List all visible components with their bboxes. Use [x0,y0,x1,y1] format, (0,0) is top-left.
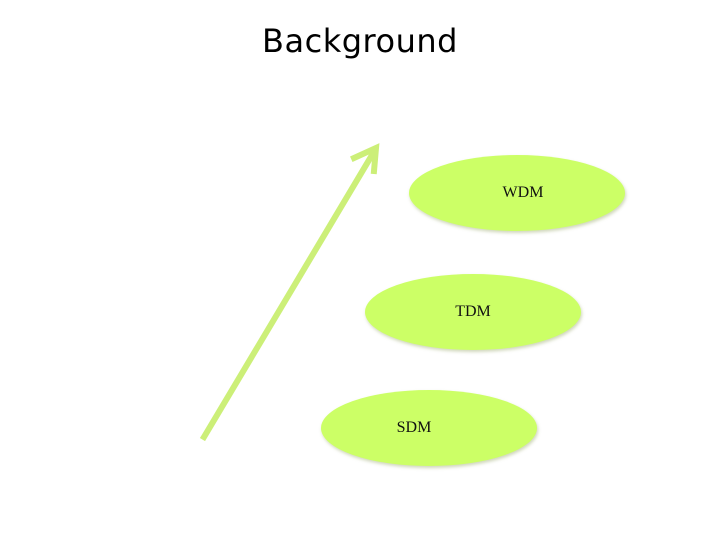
arrow-shaft [199,150,377,442]
tdm-ellipse: TDM [365,274,581,350]
sdm-ellipse: SDM [321,390,537,466]
slide-title: Background [262,22,458,60]
sdm-label: SDM [396,419,432,436]
wdm-ellipse: WDM [409,155,625,231]
arrow-head-icon [350,143,380,175]
wdm-label: WDM [502,184,544,201]
tdm-label: TDM [455,303,491,320]
